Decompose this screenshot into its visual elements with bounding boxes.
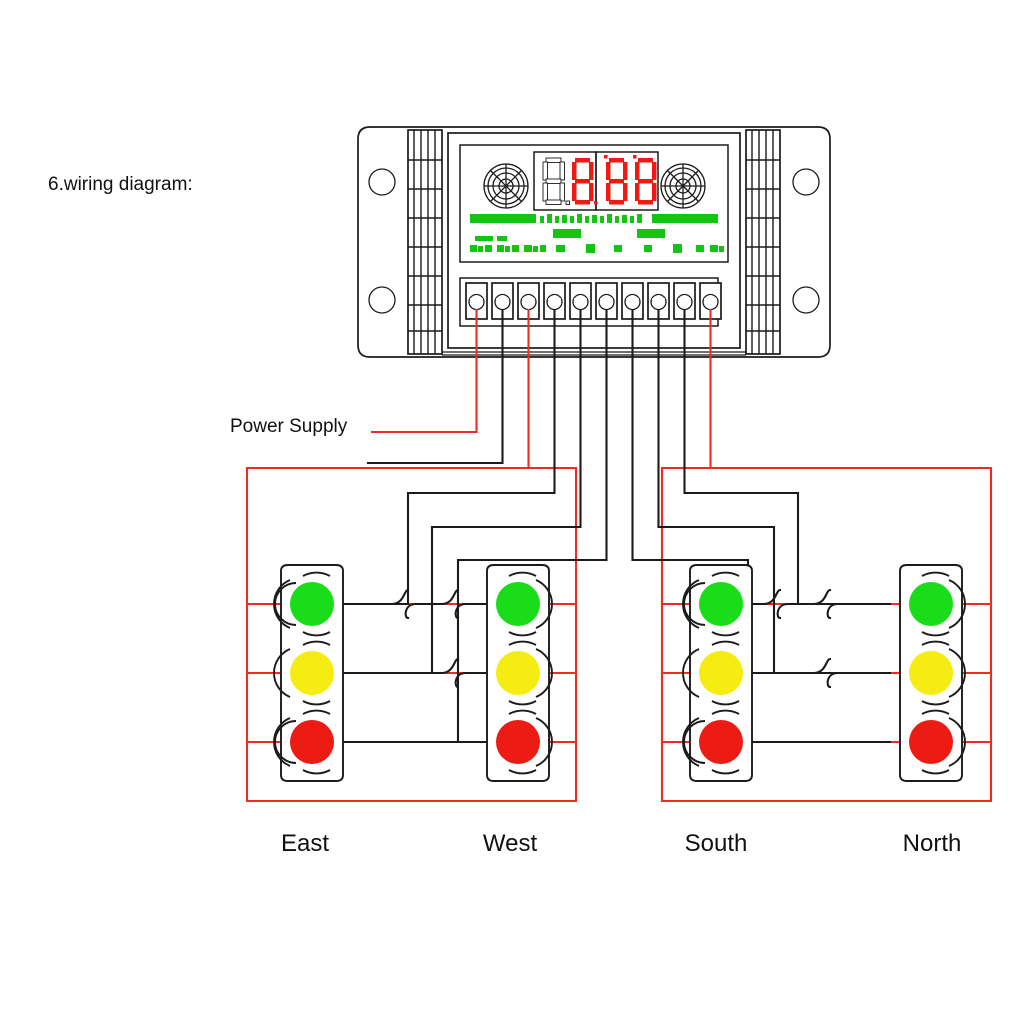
traffic-light-south: South <box>682 564 753 857</box>
lamp-north-yellow <box>909 640 966 706</box>
hop-green-right-d <box>826 602 840 620</box>
display-panel <box>459 144 729 263</box>
controller-unit <box>357 126 831 358</box>
traffic-light-label-east: East <box>281 830 329 857</box>
lamp-east-green <box>273 571 334 637</box>
traffic-light-label-north: North <box>903 830 962 857</box>
traffic-light-label-south: South <box>685 830 748 857</box>
lamp-north-red <box>909 709 966 775</box>
live-rail-left-loop <box>245 308 578 803</box>
right-adjust-knob[interactable] <box>660 163 706 209</box>
lamp-west-green <box>496 571 553 637</box>
traffic-light-north: North <box>899 564 966 857</box>
lamp-north-green <box>909 571 966 637</box>
hop-green-right-b <box>776 602 790 620</box>
display-digit-2 <box>572 158 598 205</box>
hop-yellow-left-b <box>454 671 468 689</box>
lamp-east-red <box>273 709 334 775</box>
traffic-light-west: West <box>483 564 553 857</box>
display-window-right <box>595 151 659 211</box>
display-digit-4 <box>633 155 657 205</box>
hop-yellow-left-a <box>440 657 460 675</box>
hop-yellow-right-b <box>826 671 840 689</box>
terminal-10[interactable] <box>699 282 722 320</box>
power-supply-label: Power Supply <box>230 416 348 437</box>
lamp-south-green <box>682 571 743 637</box>
lamp-south-red <box>682 709 743 775</box>
display-digit-1 <box>542 157 570 205</box>
lamp-west-red <box>496 709 553 775</box>
hop-green-left-d <box>454 602 468 620</box>
mount-hole-bottom-left <box>368 286 396 314</box>
hop-green-right-a <box>762 588 782 606</box>
heatsink-fins-right <box>745 129 781 355</box>
hop-yellow-right-a <box>812 657 832 675</box>
seven-segment-display <box>533 151 659 211</box>
hop-green-left-a <box>390 588 410 606</box>
traffic-light-label-west: West <box>483 830 538 857</box>
lamp-west-yellow <box>496 640 553 706</box>
page-title: 6.wiring diagram: <box>48 174 193 195</box>
left-adjust-knob[interactable] <box>483 163 529 209</box>
mount-hole-bottom-right <box>792 286 820 314</box>
power-supply-neutral-wire <box>366 308 504 465</box>
terminal-4[interactable] <box>543 282 566 320</box>
power-supply-leads: Power Supply <box>230 308 504 465</box>
power-supply-live-wire <box>370 308 478 434</box>
display-digit-3 <box>604 155 628 205</box>
lamp-east-yellow <box>273 640 334 706</box>
hop-green-left-c <box>440 588 460 606</box>
hop-green-left-b <box>404 602 418 620</box>
live-rail-right-loop <box>660 308 993 803</box>
lamp-south-yellow <box>682 640 743 706</box>
heatsink-fins-left <box>407 129 443 355</box>
mount-hole-top-left <box>368 168 396 196</box>
mount-hole-top-right <box>792 168 820 196</box>
hop-green-right-c <box>812 588 832 606</box>
terminal-7[interactable] <box>621 282 644 320</box>
silkscreen-markings <box>470 214 724 253</box>
traffic-light-east: East <box>273 564 344 857</box>
